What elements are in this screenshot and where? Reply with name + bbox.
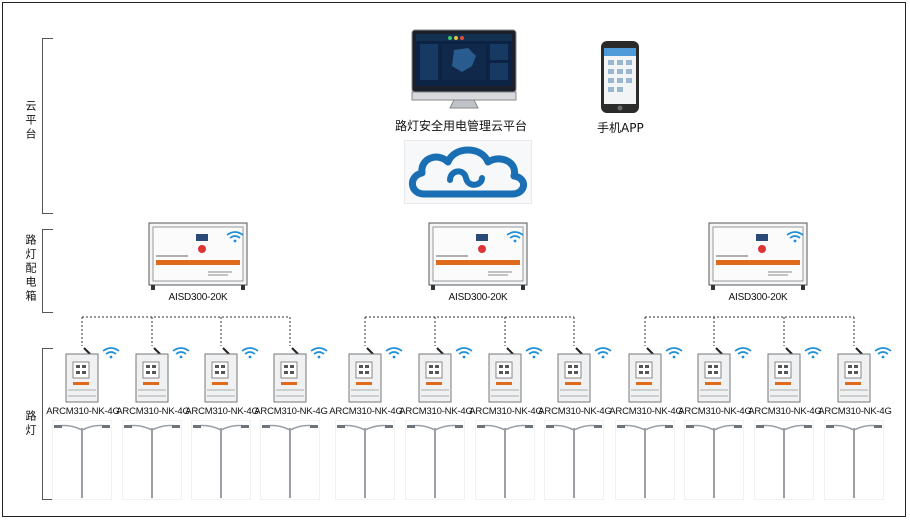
phone-image [600,40,640,114]
arcm-meter [347,346,383,404]
meter-model-label: ARCM310-NK-4G [538,406,612,417]
cabinet-model-label: AISD300-20K [448,292,508,303]
streetlight-section-bracket [42,348,53,500]
wifi-icon [665,347,683,359]
wifi-icon [172,347,190,359]
platform-title: 路灯安全用电管理云平台 [395,119,528,133]
wifi-icon [102,347,120,359]
cloud-icon [404,140,532,204]
meter-model-label: ARCM310-NK-4G [254,406,328,417]
wifi-icon [804,347,822,359]
wifi-icon [385,347,403,359]
meter-model-label: ARCM310-NK-4G [678,406,752,417]
arcm-meter [696,346,732,404]
meter-model-label: ARCM310-NK-4G [469,406,543,417]
distribution-cabinet [428,222,528,292]
arcm-meter [766,346,802,404]
meter-model-label: ARCM310-NK-4G [46,406,120,417]
wifi-icon [310,347,328,359]
streetlight-pole [475,420,535,500]
streetlight-pole [122,420,182,500]
cabinet-section-bracket [42,229,53,313]
streetlight-pole [335,420,395,500]
wifi-icon [525,347,543,359]
arcm-meter [556,346,592,404]
meter-model-label: ARCM310-NK-4G [185,406,259,417]
streetlight-pole [544,420,604,500]
streetlight-pole [260,420,320,500]
meter-model-label: ARCM310-NK-4G [399,406,473,417]
arcm-meter [203,346,239,404]
arcm-meter [64,346,100,404]
arcm-meter [272,346,308,404]
cloud-section-label: 云平台 [24,100,37,142]
streetlight-pole [191,420,251,500]
arcm-meter [627,346,663,404]
cloud-section-bracket [42,38,53,214]
wifi-icon [734,347,752,359]
meter-model-label: ARCM310-NK-4G [609,406,683,417]
arcm-meter [836,346,872,404]
cabinet-model-label: AISD300-20K [728,292,788,303]
streetlight-pole [405,420,465,500]
arcm-meter [417,346,453,404]
streetlight-pole [684,420,744,500]
streetlight-pole [824,420,884,500]
meter-model-label: ARCM310-NK-4G [748,406,822,417]
wifi-icon [506,231,524,243]
wifi-icon [874,347,892,359]
wifi-icon [241,347,259,359]
meter-model-label: ARCM310-NK-4G [818,406,892,417]
wifi-icon [786,231,804,243]
wifi-icon [226,231,244,243]
meter-model-label: ARCM310-NK-4G [329,406,403,417]
wifi-icon [455,347,473,359]
monitor-image [410,28,518,110]
app-label: 手机APP [597,121,644,135]
arcm-meter [487,346,523,404]
streetlight-section-label: 路灯 [24,410,37,438]
meter-model-label: ARCM310-NK-4G [116,406,190,417]
streetlight-pole [52,420,112,500]
cabinet-model-label: AISD300-20K [168,292,228,303]
wifi-icon [594,347,612,359]
cabinet-section-label: 路灯配电箱 [24,234,37,304]
streetlight-pole [615,420,675,500]
streetlight-pole [754,420,814,500]
arcm-meter [134,346,170,404]
